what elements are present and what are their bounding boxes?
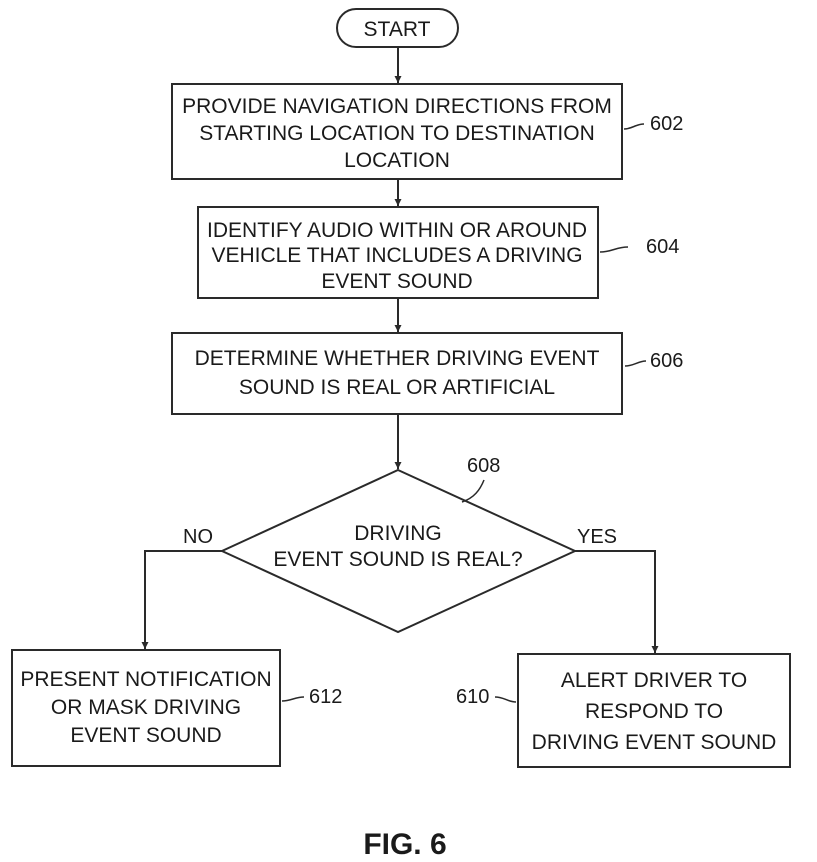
ref-612-leader (281, 696, 305, 702)
step-602-line-2: STARTING LOCATION TO DESTINATION (199, 122, 595, 145)
step-606-line-2: SOUND IS REAL OR ARTIFICIAL (239, 376, 555, 399)
outcome-610-line-2: RESPOND TO (585, 700, 723, 723)
start-label: START (364, 18, 431, 41)
ref-608-label: 608 (467, 455, 500, 477)
step-604-line-1: IDENTIFY AUDIO WITHIN OR AROUND (207, 219, 587, 242)
step-604-box: IDENTIFY AUDIO WITHIN OR AROUND VEHICLE … (197, 206, 599, 299)
no-label: NO (183, 526, 213, 548)
outcome-610-box: ALERT DRIVER TO RESPOND TO DRIVING EVENT… (517, 653, 791, 768)
decision-608-line-2: EVENT SOUND IS REAL? (273, 548, 522, 571)
start-node: START (336, 8, 459, 48)
outcome-612-box: PRESENT NOTIFICATION OR MASK DRIVING EVE… (11, 649, 281, 767)
ref-606-leader (624, 360, 647, 367)
step-606-box: DETERMINE WHETHER DRIVING EVENT SOUND IS… (171, 332, 623, 415)
outcome-612-line-1: PRESENT NOTIFICATION (20, 668, 271, 691)
decision-608-line-1: DRIVING (354, 522, 442, 545)
ref-602-label: 602 (650, 113, 683, 135)
ref-612-label: 612 (309, 686, 342, 708)
step-602-line-1: PROVIDE NAVIGATION DIRECTIONS FROM (182, 95, 612, 118)
edge-yes-branch (575, 550, 659, 653)
ref-604-leader (599, 246, 629, 253)
outcome-612-line-2: OR MASK DRIVING (51, 696, 241, 719)
ref-606-label: 606 (650, 350, 683, 372)
ref-608-leader (461, 479, 485, 503)
step-604-line-3: EVENT SOUND (321, 270, 472, 293)
ref-610-label: 610 (456, 686, 489, 708)
edge-no-branch (141, 550, 222, 649)
yes-label: YES (577, 526, 617, 548)
ref-610-leader (494, 696, 517, 703)
step-602-box: PROVIDE NAVIGATION DIRECTIONS FROM START… (171, 83, 623, 180)
outcome-610-line-3: DRIVING EVENT SOUND (532, 731, 777, 754)
figure-label: FIG. 6 (363, 828, 446, 861)
decision-608-diamond: DRIVING EVENT SOUND IS REAL? (219, 468, 578, 634)
step-606-line-1: DETERMINE WHETHER DRIVING EVENT (195, 347, 600, 370)
step-602-line-3: LOCATION (344, 149, 450, 172)
outcome-612-line-3: EVENT SOUND (70, 724, 221, 747)
step-604-line-2: VEHICLE THAT INCLUDES A DRIVING (211, 244, 582, 267)
ref-604-label: 604 (646, 236, 679, 258)
ref-602-leader (623, 123, 645, 130)
outcome-610-line-1: ALERT DRIVER TO (561, 669, 747, 692)
